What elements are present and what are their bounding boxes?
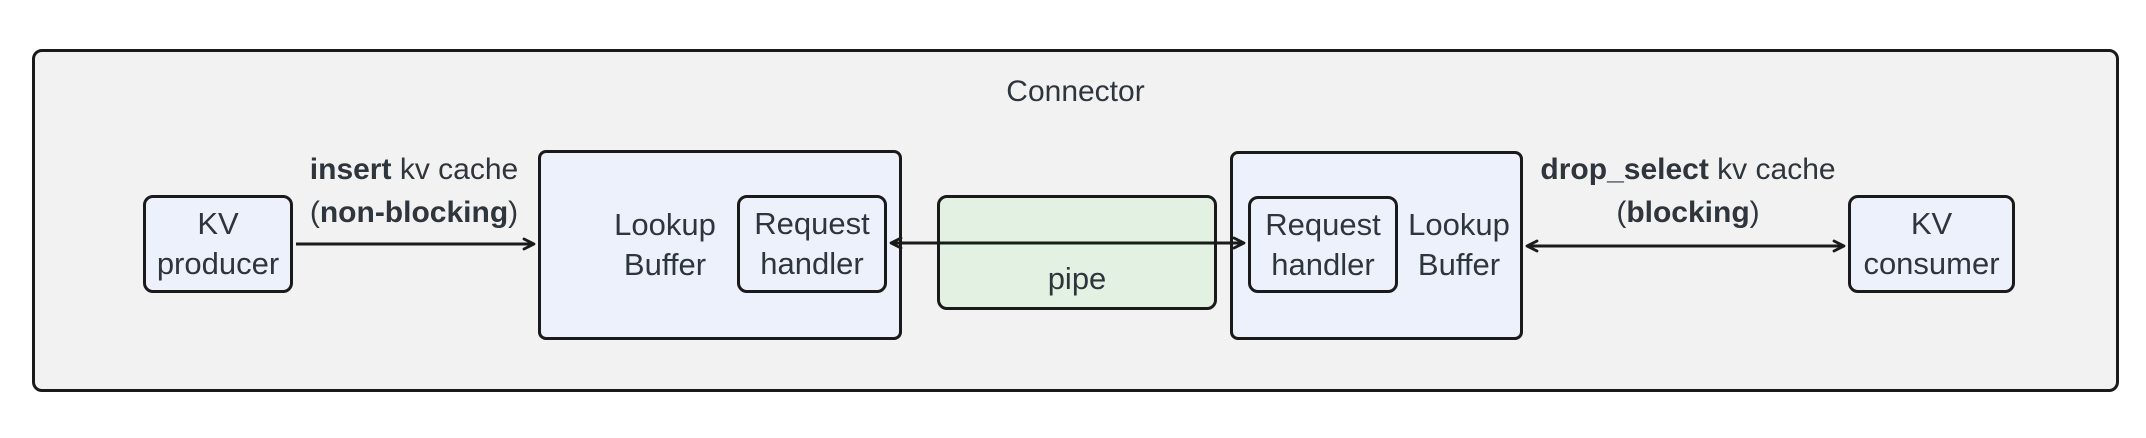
insert-verb: insert xyxy=(309,153,392,186)
label-line: producer xyxy=(156,246,280,281)
label-line: Request xyxy=(1265,206,1381,242)
insert-arrow-label: insert kv cache (non-blocking) xyxy=(310,148,518,234)
insert-label-line1: insert kv cache xyxy=(310,148,518,191)
drop-label-line1: drop_select kv cache xyxy=(1540,148,1835,191)
lparen: ( xyxy=(309,196,320,229)
rparen: ) xyxy=(508,196,519,229)
label-line: handler xyxy=(760,246,864,281)
drop-verb: drop_select xyxy=(1540,153,1709,186)
node-pipe: pipe xyxy=(937,195,1217,310)
connector-title: Connector xyxy=(1006,75,1145,108)
label-line: Buffer xyxy=(1417,247,1501,282)
label-line: KV xyxy=(1910,206,1953,241)
label-line: Buffer xyxy=(623,247,707,282)
label-line: Lookup xyxy=(1408,207,1510,242)
node-request-handler-right: Request handler xyxy=(1248,196,1398,293)
node-request-handler-left: Request handler xyxy=(737,195,887,293)
drop-select-arrow-label: drop_select kv cache (blocking) xyxy=(1540,148,1835,234)
node-kv-consumer: KV consumer xyxy=(1848,195,2015,293)
drop-mode: blocking xyxy=(1626,196,1750,229)
node-kv-producer: KV producer xyxy=(143,195,293,293)
drop-label-line2: (blocking) xyxy=(1540,191,1835,234)
label-line: Request xyxy=(754,206,870,241)
lparen: ( xyxy=(1616,196,1627,229)
lookup-buffer-left-label: Lookup Buffer xyxy=(614,205,716,285)
lookup-buffer-right-label: Lookup Buffer xyxy=(1408,205,1510,285)
drop-suffix: kv cache xyxy=(1708,153,1836,186)
label-line: KV xyxy=(197,206,239,241)
label-line: consumer xyxy=(1863,246,2000,281)
insert-label-line2: (non-blocking) xyxy=(310,191,518,234)
rparen: ) xyxy=(1749,196,1760,229)
insert-suffix: kv cache xyxy=(391,153,519,186)
pipe-label: pipe xyxy=(1047,261,1107,296)
insert-mode: non-blocking xyxy=(319,196,509,229)
label-line: Lookup xyxy=(614,207,716,242)
label-line: handler xyxy=(1271,246,1375,282)
